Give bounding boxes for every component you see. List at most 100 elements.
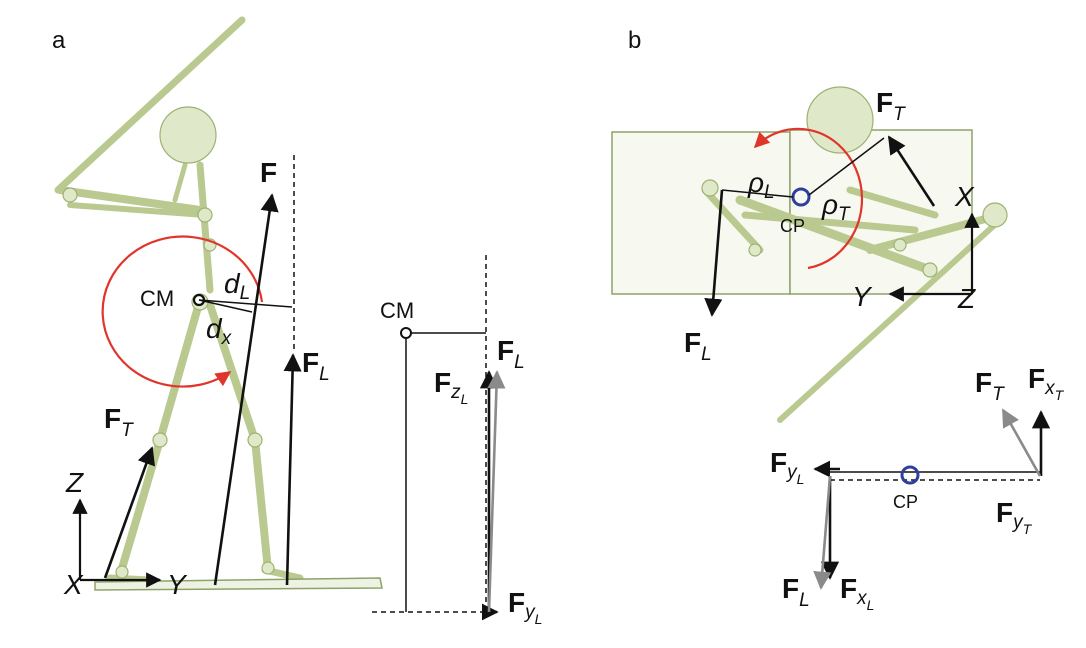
fbd-FL-arrow	[487, 370, 506, 613]
force-F-label: F	[260, 157, 277, 188]
panel-b: b CP ρL ρT FL	[611, 27, 1065, 613]
club-top	[777, 217, 1003, 423]
knee-back	[152, 432, 168, 448]
b-axis-z-label: Z	[957, 283, 976, 314]
fbd-b-FT-sub: T	[992, 384, 1005, 405]
b-axis-y-label: Y	[852, 281, 873, 312]
hands-top	[982, 202, 1008, 228]
b-FL-main: F	[684, 327, 701, 358]
b-axis-x-label: X	[954, 181, 975, 212]
force-FT-arrow	[103, 446, 155, 579]
ankle-front	[261, 561, 275, 575]
force-FT-label: FT	[104, 403, 134, 441]
rho-L-line	[721, 189, 794, 198]
fbd-b-FxL-label: FxL	[840, 573, 874, 613]
knee-front	[247, 432, 263, 448]
golfer-skeleton-top	[701, 86, 1008, 423]
foot-back-top	[748, 243, 762, 257]
free-body-diagram-b: CP FT FxT FyL FyT FL FxL	[770, 363, 1065, 613]
rho-L-label: ρL	[747, 167, 775, 203]
leg-front-top	[846, 186, 939, 219]
shoulder-joint	[197, 207, 213, 223]
head	[159, 106, 217, 164]
fbd-b-FxT-subsub: T	[1055, 387, 1065, 403]
rotation-arrow-b	[753, 127, 864, 270]
shoulders	[735, 195, 935, 275]
neck	[172, 162, 188, 203]
axis-x-label: X	[63, 569, 84, 600]
fbd-b-cp-point	[900, 465, 920, 485]
rho-T-line	[808, 137, 885, 196]
fbd-cm-label: CM	[380, 298, 414, 323]
leg-back-lower	[116, 436, 164, 579]
fbd-b-FyT-label: FyT	[996, 497, 1033, 537]
cp-label: CP	[780, 216, 805, 236]
fbd-b-FxL-sub: x	[856, 588, 868, 609]
force-FT-sub: T	[121, 420, 134, 441]
elbow-top	[922, 262, 938, 278]
panel-a-label: a	[52, 27, 66, 54]
d-x-main: d	[206, 313, 223, 344]
fbd-cm-point	[400, 327, 412, 339]
panel-a: a CM	[52, 16, 542, 627]
fbd-b-FxT-label: FxT	[1028, 363, 1065, 403]
leg-front-upper	[206, 301, 259, 444]
moment-arm-dL	[198, 299, 293, 308]
force-plate-right	[789, 129, 973, 295]
leg-back-upper	[156, 296, 204, 444]
fbd-b-FyT-main: F	[996, 497, 1013, 528]
rho-T-sub: T	[838, 204, 851, 225]
panel-b-label: b	[628, 27, 641, 54]
b-FT-label: FT	[876, 87, 906, 125]
ground-plate	[94, 577, 383, 591]
fbd-b-FxT-sub: x	[1044, 378, 1056, 399]
fbd-Fy-subsub: L	[535, 611, 543, 627]
force-FL-main: F	[302, 347, 319, 378]
fbd-b-cp-label: CP	[893, 492, 918, 512]
fbd-b-FxT-main: F	[1028, 363, 1045, 394]
b-FL-arrow	[704, 189, 724, 317]
fbd-b-FyL-sub: y	[785, 462, 798, 483]
rho-T-label: ρT	[821, 189, 851, 225]
knee-back-top	[701, 179, 719, 197]
free-body-diagram-a: CM FzL FL FyL	[372, 255, 542, 627]
d-L-label: dL	[224, 268, 250, 304]
force-F-arrow	[213, 193, 279, 586]
club-shaft	[54, 16, 246, 194]
fbd-b-FT-main: F	[975, 367, 992, 398]
fbd-Fz-main: F	[434, 367, 451, 398]
cm-label: CM	[140, 286, 174, 311]
fbd-FL-sub: L	[514, 352, 525, 373]
leg-back-top	[701, 186, 764, 254]
arm-right	[67, 202, 208, 218]
fbd-b-FL-label: FL	[782, 573, 810, 611]
moment-arm-dx	[198, 299, 253, 313]
head-top	[806, 86, 874, 154]
fbd-Fy-main: F	[508, 587, 525, 618]
fbd-FL-main: F	[497, 335, 514, 366]
hip-top	[893, 238, 907, 252]
leg-front-lower	[251, 436, 272, 574]
ankle-back	[115, 565, 129, 579]
fbd-Fz-label: FzL	[434, 367, 468, 407]
arm-left	[56, 186, 204, 214]
fbd-b-FT-label: FT	[975, 367, 1005, 405]
d-x-sub: x	[221, 328, 233, 349]
force-FT-main: F	[104, 403, 121, 434]
hips	[741, 211, 919, 234]
fbd-b-FyL-label: FyL	[770, 447, 804, 487]
fbd-Fz-sub: z	[450, 382, 461, 403]
golfer-skeleton-side	[54, 16, 304, 584]
fbd-b-FxL-main: F	[840, 573, 857, 604]
force-FL-label: FL	[302, 347, 330, 385]
force-FL-arrow	[283, 353, 302, 586]
rho-L-sub: L	[764, 182, 775, 203]
fbd-b-FL-sub: L	[799, 590, 810, 611]
fbd-b-FL-arrow	[813, 475, 832, 590]
fbd-b-FyT-sub: y	[1011, 512, 1024, 533]
fbd-b-FxL-subsub: L	[867, 597, 875, 613]
force-FL-sub: L	[319, 364, 330, 385]
b-FT-main: F	[876, 87, 893, 118]
d-L-main: d	[224, 268, 241, 299]
